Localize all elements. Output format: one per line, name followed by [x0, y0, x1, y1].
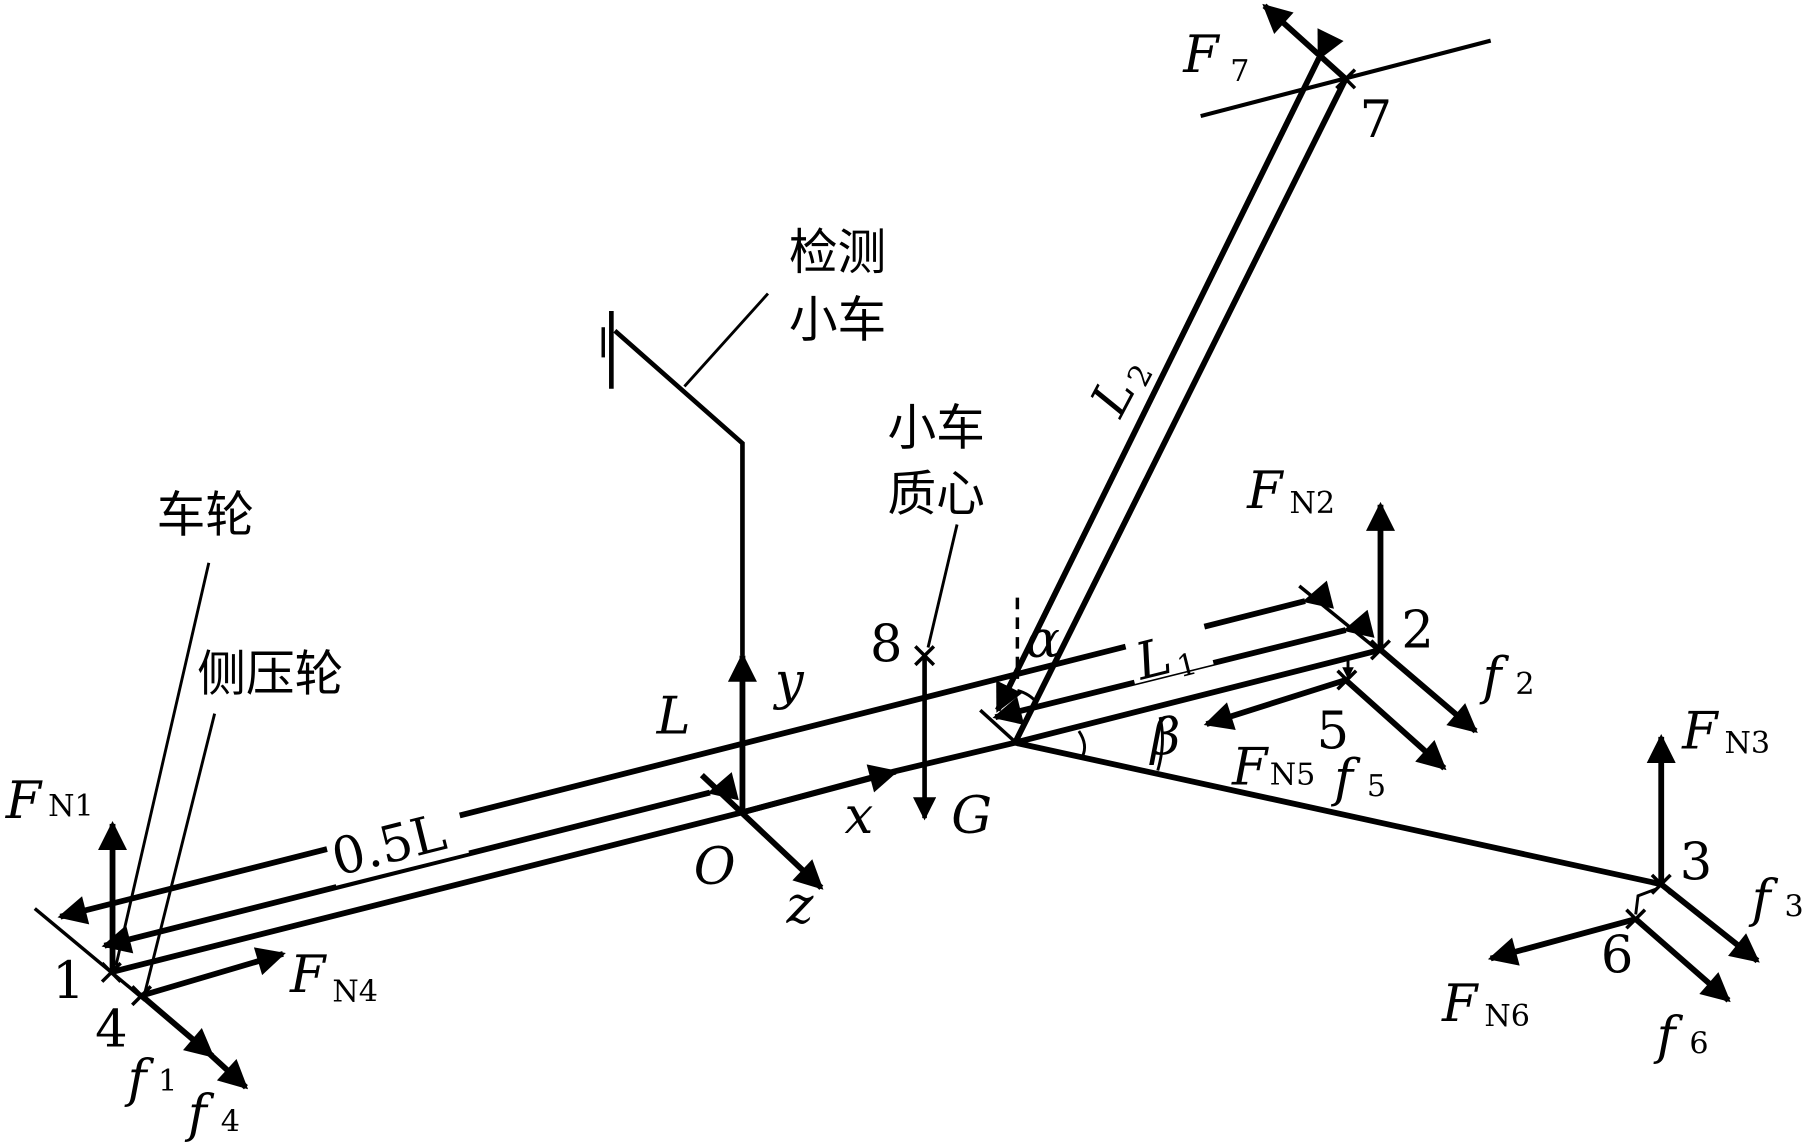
fn4-arrow — [140, 947, 286, 999]
f4-arrow — [201, 1045, 249, 1090]
l2-label: L2 — [1079, 347, 1160, 427]
line-to-point-3 — [1014, 739, 1662, 888]
cart-mast — [613, 328, 745, 656]
point-7-cross — [1335, 68, 1357, 90]
length-label: L — [656, 687, 691, 746]
detection-cart-leader — [683, 292, 770, 388]
point-7-label: 7 — [1360, 91, 1392, 150]
detection-cart-label-2: 小车 — [789, 293, 886, 349]
fn5-arrow — [1203, 677, 1347, 731]
point-8-label: 8 — [870, 615, 902, 674]
alpha-arc — [1016, 689, 1039, 705]
wheel-tick-2 — [1298, 584, 1382, 654]
vertex-tick — [979, 708, 1020, 747]
point-6-label: 6 — [1601, 926, 1633, 985]
antenna-icon — [601, 310, 614, 389]
wheel-tick-1 — [33, 907, 147, 1002]
f5-arrow — [1343, 677, 1447, 771]
z-axis-arrow — [699, 773, 824, 890]
f6-arrow — [1633, 916, 1731, 1003]
y-axis-label: y — [773, 653, 805, 712]
fn6-arrow — [1487, 916, 1637, 966]
mass-center-label-1: 小车 — [887, 400, 984, 456]
beta-arc-outer — [1156, 716, 1164, 771]
fn5-label: FN5 — [1231, 738, 1315, 797]
l2-dimension-line — [995, 28, 1344, 713]
mass-center-label-2: 质心 — [887, 467, 984, 523]
wheel-leader — [114, 562, 211, 966]
alpha-label: α — [1026, 611, 1060, 670]
beta-arc — [1077, 730, 1087, 758]
x-axis-arrow — [741, 764, 899, 816]
side-wheel-label: 侧压轮 — [197, 646, 343, 702]
half-length-dimension-line — [101, 772, 739, 954]
point-3-label: 3 — [1680, 834, 1712, 893]
beta-label: β — [1149, 708, 1181, 767]
f1-arrow — [139, 993, 215, 1059]
point-1-label: 1 — [52, 952, 84, 1011]
offset-3-6 — [1634, 887, 1658, 915]
mass-center-leader — [926, 524, 959, 648]
l1-label: L1 — [1129, 621, 1201, 694]
gravity-label: G — [951, 787, 992, 846]
f3-arrow — [1659, 881, 1760, 964]
f7-arrow — [1262, 3, 1348, 82]
origin-label: O — [694, 838, 736, 897]
z-axis-label: z — [786, 877, 815, 936]
point-1-cross — [100, 961, 122, 983]
detection-cart-label-1: 检测 — [789, 225, 886, 281]
side-wheel-leader — [143, 713, 217, 993]
wheel-label: 车轮 — [157, 487, 254, 543]
point-4-cross — [131, 985, 153, 1007]
point-2-cross — [1369, 639, 1392, 661]
x-axis-label: x — [845, 787, 874, 846]
point-2-label: 2 — [1401, 602, 1433, 661]
f2-arrow — [1378, 647, 1478, 734]
point-4-label: 4 — [95, 1001, 127, 1060]
half-length-label: 0.5L — [326, 803, 452, 888]
point-5-label: 5 — [1317, 702, 1349, 761]
